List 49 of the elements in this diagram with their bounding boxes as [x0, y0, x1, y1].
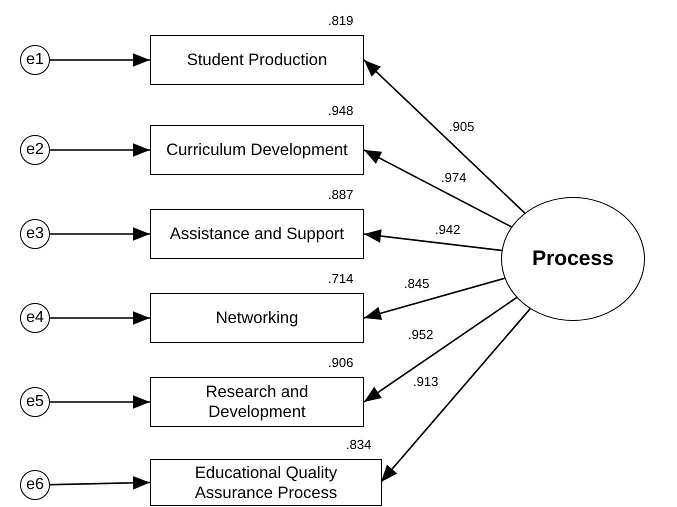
arrow [50, 143, 150, 157]
r-squared-value: .834 [346, 437, 372, 452]
error-circle [20, 303, 50, 333]
arrow [364, 296, 518, 403]
arrow [380, 308, 531, 483]
edge-label: .913 [412, 374, 440, 389]
edge-label: .952 [407, 327, 434, 342]
r-squared-value: .948 [328, 103, 354, 118]
r-squared-value: .906 [328, 355, 354, 370]
edge-label: .942 [434, 222, 462, 237]
r-squared-value: .714 [328, 271, 354, 286]
arrow [364, 278, 505, 320]
r-squared-value: .887 [328, 187, 354, 202]
error-circle [20, 387, 50, 417]
variable-box [150, 35, 364, 85]
variable-box [150, 377, 364, 427]
arrow [364, 229, 502, 252]
variable-label: Networking [214, 308, 300, 328]
variable-label: Educational Quality Assurance Process [194, 462, 338, 502]
error-label: e5 [26, 392, 44, 412]
arrow [50, 53, 150, 67]
error-label: e4 [26, 308, 44, 328]
error-label: e2 [26, 140, 44, 160]
error-label: e3 [26, 224, 44, 244]
error-label: e1 [26, 50, 44, 70]
edge-label: .974 [440, 170, 468, 185]
variable-label: Curriculum Development [165, 140, 349, 160]
edge-label: .905 [448, 119, 476, 134]
latent-label: Process [532, 249, 614, 269]
error-circle [20, 470, 50, 500]
variable-box [150, 293, 364, 343]
error-label: e6 [26, 475, 44, 495]
arrow [364, 149, 512, 228]
variable-label: Research and Development [204, 382, 310, 422]
error-circle [20, 135, 50, 165]
variable-box [150, 209, 364, 259]
arrow [363, 59, 526, 214]
arrow [50, 476, 150, 490]
variable-box [150, 459, 382, 506]
error-circle [20, 45, 50, 75]
error-circle [20, 219, 50, 249]
arrow [50, 227, 150, 241]
variable-label: Student Production [186, 50, 328, 70]
arrow [50, 311, 150, 325]
arrow [50, 395, 150, 409]
variable-box [150, 125, 364, 175]
variable-label: Assistance and Support [168, 224, 346, 244]
edge-label: .845 [403, 276, 430, 291]
r-squared-value: .819 [328, 13, 354, 28]
